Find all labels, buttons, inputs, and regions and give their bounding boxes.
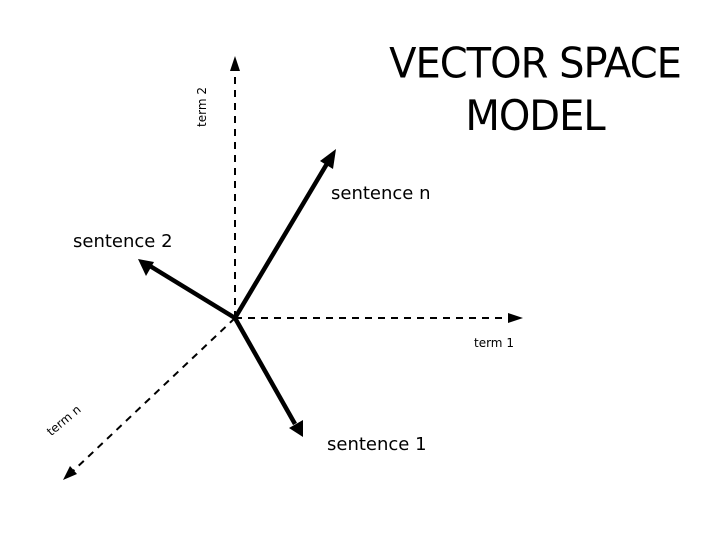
sentence-1-vector <box>233 316 297 426</box>
term2-label: term 2 <box>194 87 209 127</box>
sentence-2-vector <box>148 264 237 320</box>
sentence-1-arrowhead-icon <box>289 420 303 437</box>
sentence-2-label: sentence 2 <box>73 231 173 252</box>
term1-label: term 1 <box>474 336 514 350</box>
title-line-2: MODEL <box>465 92 605 141</box>
sentence-n-arrowhead-icon <box>320 149 336 169</box>
sentence-n-vector <box>233 160 330 320</box>
sentence-n-label: sentence n <box>331 183 431 204</box>
term2-arrowhead-icon <box>230 56 240 71</box>
title-line-1: VECTOR SPACE <box>389 39 682 88</box>
termn-axis <box>71 317 236 473</box>
sentence-2-arrowhead-icon <box>138 259 154 276</box>
term1-arrowhead-icon <box>508 313 523 323</box>
sentence-1-label: sentence 1 <box>327 434 427 455</box>
diagram-title: VECTOR SPACE MODEL <box>370 38 700 143</box>
termn-arrowhead-icon <box>63 466 77 480</box>
